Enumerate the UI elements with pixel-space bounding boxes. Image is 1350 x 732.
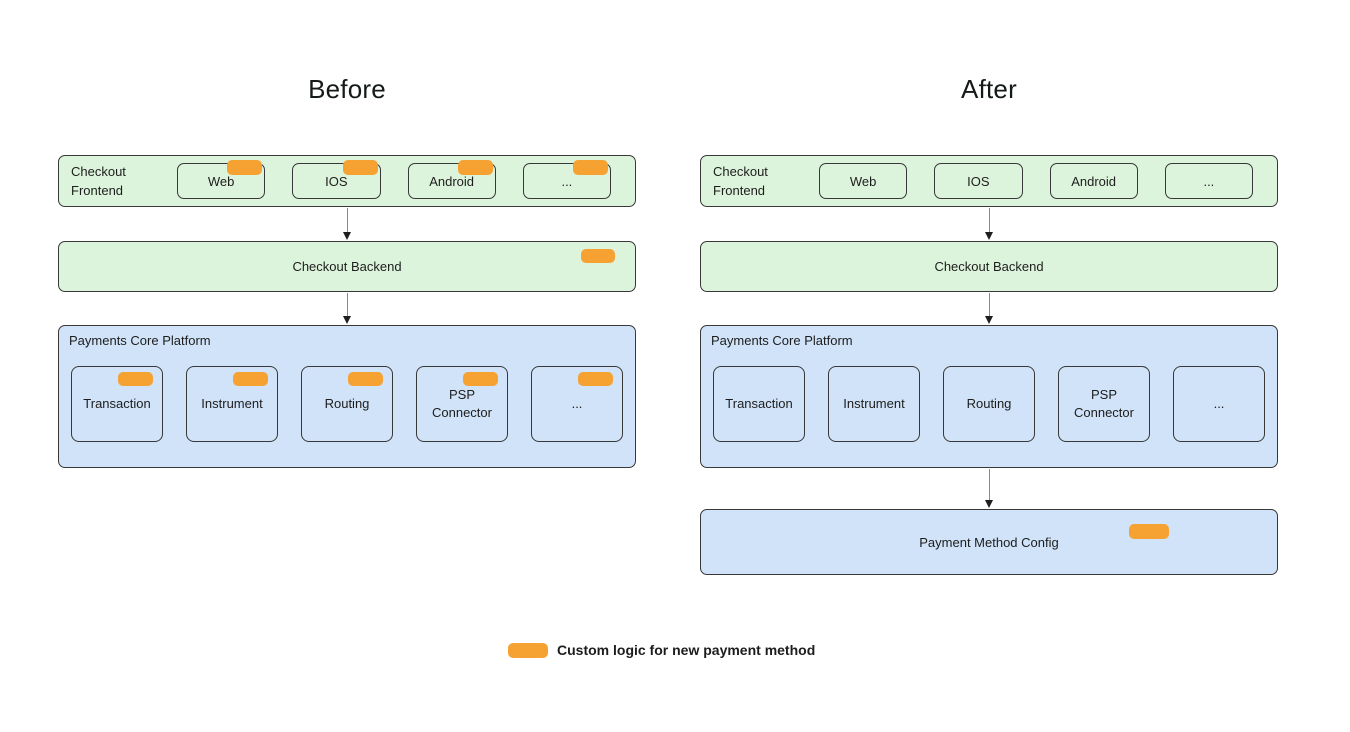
arrow-line [989,208,990,234]
frontend-item-label: IOS [967,173,990,189]
frontend-item-more: ... [1164,163,1253,199]
arrow-head-icon [985,316,993,324]
payments-core-platform-label: Payments Core Platform [69,333,211,348]
legend-label: Custom logic for new payment method [557,642,816,658]
frontend-item-android: Android [407,160,496,199]
platform-service-instrument: Instrument [828,366,920,442]
frontend-items: Web IOS Android ... [819,163,1253,199]
frontend-item-web: Web [177,160,266,199]
custom-logic-badge [233,372,268,386]
frontend-item-label: Web [849,173,877,189]
arrow-line [989,469,990,502]
arrow-head-icon [985,500,993,508]
frontend-item-ios: IOS [934,163,1023,199]
platform-service-label: Instrument [843,396,905,412]
arrow-line [347,293,348,318]
custom-logic-badge [463,372,498,386]
checkout-backend-box: Checkout Backend [58,241,636,292]
platform-service-transaction: Transaction [71,366,163,442]
checkout-frontend-box: Checkout Frontend Web IOS Android ... [700,155,1278,207]
platform-service-label: ... [571,396,583,412]
arrow-line [347,208,348,234]
payment-method-config-label: Payment Method Config [919,534,1059,550]
frontend-item-label: IOS [325,173,348,189]
checkout-backend-label: Checkout Backend [934,259,1044,274]
payments-core-platform-box: Payments Core Platform Transaction Instr… [58,325,636,468]
frontend-item-ios: IOS [292,160,381,199]
frontend-item-more: ... [522,160,611,199]
platform-service-label: Instrument [201,396,263,412]
frontend-item-android: Android [1049,163,1138,199]
arrow-backend-to-platform [343,293,352,324]
frontend-items: Web IOS Android ... [177,160,611,199]
checkout-backend-box: Checkout Backend [700,241,1278,292]
platform-service-label: PSP Connector [432,387,492,420]
custom-logic-badge [457,160,493,175]
platform-service-instrument: Instrument [186,366,278,442]
after-diagram: Checkout Frontend Web IOS Android ... [700,0,1278,732]
custom-logic-badge [118,372,153,386]
arrow-head-icon [343,232,351,240]
custom-logic-badge [342,160,378,175]
platform-service-more: ... [1173,366,1265,442]
custom-logic-badge [227,160,263,175]
custom-logic-badge [581,249,615,263]
legend: Custom logic for new payment method [508,642,815,658]
before-diagram: Checkout Frontend Web IOS Android ... [58,0,636,732]
platform-service-label: Routing [324,396,370,412]
frontend-item-label: Android [429,173,475,189]
platform-service-routing: Routing [301,366,393,442]
checkout-backend-label: Checkout Backend [292,259,402,274]
payments-core-platform-label: Payments Core Platform [711,333,853,348]
custom-logic-badge [508,642,548,658]
arrow-platform-to-config [985,469,994,508]
payments-core-platform-box: Payments Core Platform Transaction Instr… [700,325,1278,468]
platform-services: Transaction Instrument Routing PSP Conne… [71,366,623,442]
before-title: Before [308,74,386,104]
platform-service-label: Routing [966,396,1012,412]
arrow-frontend-to-backend [985,208,994,240]
custom-logic-badge [1129,524,1169,539]
platform-service-label: PSP Connector [1074,387,1134,420]
custom-logic-badge [348,372,383,386]
platform-service-more: ... [531,366,623,442]
platform-services: Transaction Instrument Routing PSP Conne… [713,366,1265,442]
custom-logic-badge [573,160,608,175]
checkout-frontend-box: Checkout Frontend Web IOS Android ... [58,155,636,207]
arrow-head-icon [985,232,993,240]
frontend-item-label: ... [561,173,573,189]
checkout-frontend-label: Checkout Frontend [71,163,126,199]
frontend-item-label: ... [1203,173,1215,189]
arrow-line [989,293,990,318]
frontend-item-web: Web [819,163,908,199]
payment-method-config-box: Payment Method Config [700,509,1278,575]
arrow-backend-to-platform [985,293,994,324]
platform-service-label: Transaction [725,396,793,412]
platform-service-psp-connector: PSP Connector [416,366,508,442]
checkout-frontend-label: Checkout Frontend [713,163,768,199]
after-title: After [961,74,1017,104]
arrow-frontend-to-backend [343,208,352,240]
platform-service-psp-connector: PSP Connector [1058,366,1150,442]
platform-service-routing: Routing [943,366,1035,442]
custom-logic-badge [578,372,613,386]
frontend-item-label: Web [207,173,235,189]
frontend-item-label: Android [1071,173,1117,189]
arrow-head-icon [343,316,351,324]
platform-service-label: Transaction [83,396,151,412]
platform-service-transaction: Transaction [713,366,805,442]
platform-service-label: ... [1213,396,1225,412]
